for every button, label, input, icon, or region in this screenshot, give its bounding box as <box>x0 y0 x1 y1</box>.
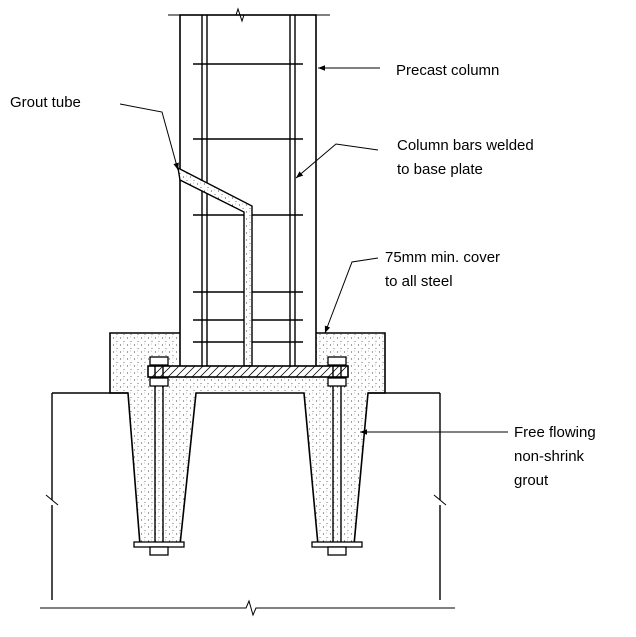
label-column-bars-line2: to base plate <box>397 161 483 178</box>
label-grout-line2: non-shrink <box>514 448 585 465</box>
label-cover-line1: 75mm min. cover <box>385 249 500 266</box>
anchor-bolt-right <box>311 356 363 556</box>
label-precast-column: Precast column <box>396 62 499 79</box>
label-column-bars-line1: Column bars welded <box>397 137 534 154</box>
base-plate-hatch <box>151 365 348 378</box>
anchor-bolt-left <box>133 356 185 556</box>
column-break-line <box>168 7 330 23</box>
label-grout-line1: Free flowing <box>514 424 596 441</box>
label-grout-tube: Grout tube <box>10 94 81 111</box>
label-grout-line3: grout <box>514 472 549 489</box>
leaders <box>119 65 508 435</box>
label-cover-line2: to all steel <box>385 273 453 290</box>
footing-outline <box>40 392 455 617</box>
